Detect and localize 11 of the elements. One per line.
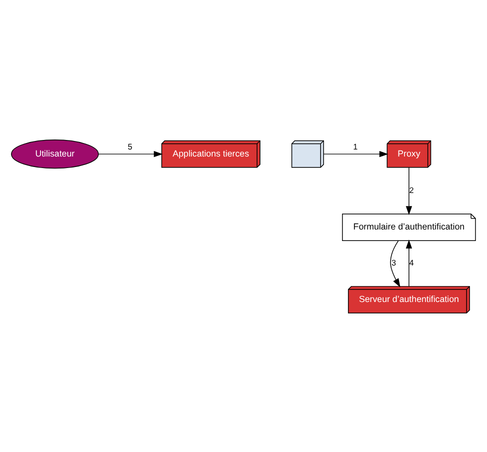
arrow [390,240,400,287]
edge-label: 3 [392,258,396,268]
arrow [406,166,412,214]
edge-label: 1 [353,142,358,151]
edge-label: 4 [409,258,414,268]
edge-label: 2 [409,186,414,195]
node-ellipse: Utilisateur [11,139,99,168]
arrow [406,239,412,286]
arrow [323,150,388,157]
arrow [98,150,163,157]
edge-label: 5 [128,142,132,151]
